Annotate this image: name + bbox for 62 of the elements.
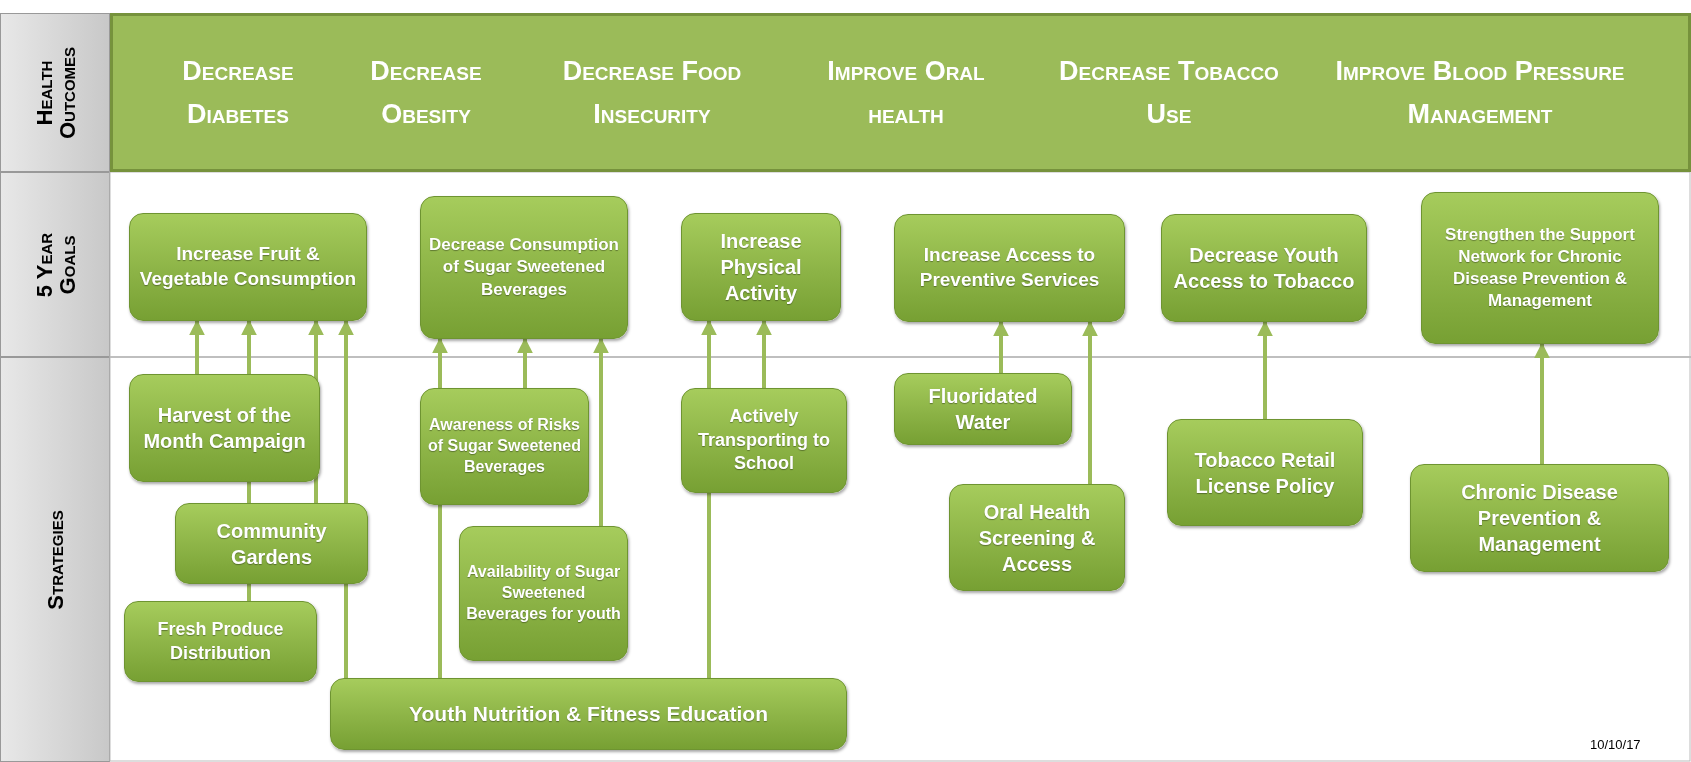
strategy-box bbox=[459, 526, 628, 661]
strategy-box bbox=[949, 484, 1125, 591]
arrow bbox=[1082, 320, 1098, 484]
box-label: Decrease Consumption of Sugar Sweetened Beverages bbox=[428, 234, 620, 301]
connector-line bbox=[707, 493, 711, 678]
connector-line bbox=[438, 505, 442, 678]
health-outcome: Improve Blood Pressure Management bbox=[1334, 54, 1626, 131]
connector-line bbox=[344, 584, 348, 678]
date-note: 10/10/17 bbox=[1590, 737, 1641, 752]
arrow bbox=[338, 319, 354, 503]
outcomes-band bbox=[110, 13, 1691, 172]
strategy-box bbox=[129, 374, 320, 482]
arrow bbox=[593, 337, 609, 526]
box-label: Increase Access to Preventive Services bbox=[918, 243, 1101, 292]
box-label: Chronic Disease Prevention & Management bbox=[1460, 480, 1619, 557]
box-label: Increase Physical Activity bbox=[719, 229, 803, 306]
box-label: Awareness of Risks of Sugar Sweetened Beverages bbox=[427, 415, 582, 477]
connector-line bbox=[247, 482, 251, 503]
arrow bbox=[517, 337, 533, 388]
health-outcome: Decrease Tobacco Use bbox=[1058, 54, 1280, 131]
goal-box bbox=[1421, 192, 1659, 344]
goal-box bbox=[894, 214, 1125, 322]
box-label: Harvest of the Month Campaign bbox=[142, 403, 307, 454]
strategy-box bbox=[330, 678, 847, 750]
health-outcome: Decrease Obesity bbox=[369, 54, 483, 131]
arrow bbox=[1257, 320, 1273, 419]
goal-box bbox=[1161, 214, 1367, 322]
arrow bbox=[1534, 342, 1550, 464]
strategy-box bbox=[1167, 419, 1363, 526]
box-label: Fresh Produce Distribution bbox=[156, 618, 285, 665]
strategy-box bbox=[175, 503, 368, 584]
health-outcome: Decrease Diabetes bbox=[181, 54, 295, 131]
box-label: Decrease Youth Access to Tobacco bbox=[1172, 243, 1356, 294]
strategy-box bbox=[420, 388, 589, 505]
arrow bbox=[701, 319, 717, 388]
box-label: Actively Transporting to School bbox=[697, 405, 831, 476]
goal-box bbox=[129, 213, 367, 321]
box-label: Youth Nutrition & Fitness Education bbox=[408, 701, 769, 728]
strategy-box bbox=[124, 601, 317, 682]
arrow bbox=[241, 319, 257, 374]
box-label: Oral Health Screening & Access bbox=[977, 499, 1097, 577]
box-label: Increase Fruit & Vegetable Consumption bbox=[138, 242, 358, 291]
box-label: Availability of Sugar Sweetened Beverages for youth bbox=[465, 562, 622, 624]
connector-line bbox=[247, 584, 251, 601]
strategy-box bbox=[681, 388, 847, 493]
row-header: Health Outcomes bbox=[32, 45, 80, 141]
strategy-box bbox=[894, 373, 1072, 445]
goal-box bbox=[420, 196, 628, 339]
row-header: Strategies bbox=[44, 509, 68, 610]
arrow bbox=[756, 319, 772, 388]
row-header: 5 Year Goals bbox=[32, 231, 80, 299]
health-outcome: Decrease Food Insecurity bbox=[561, 54, 743, 131]
strategy-box bbox=[1410, 464, 1669, 572]
arrow bbox=[189, 319, 205, 374]
box-label: Community Gardens bbox=[215, 518, 328, 570]
box-label: Fluoridated Water bbox=[927, 384, 1039, 435]
goal-box bbox=[681, 213, 841, 321]
box-label: Strengthen the Support Network for Chronic Disease Prevention & Management bbox=[1444, 223, 1636, 313]
box-label: Tobacco Retail License Policy bbox=[1193, 447, 1337, 499]
health-outcome: Improve Oral health bbox=[826, 54, 986, 131]
arrow bbox=[993, 320, 1009, 373]
arrow bbox=[432, 337, 448, 388]
